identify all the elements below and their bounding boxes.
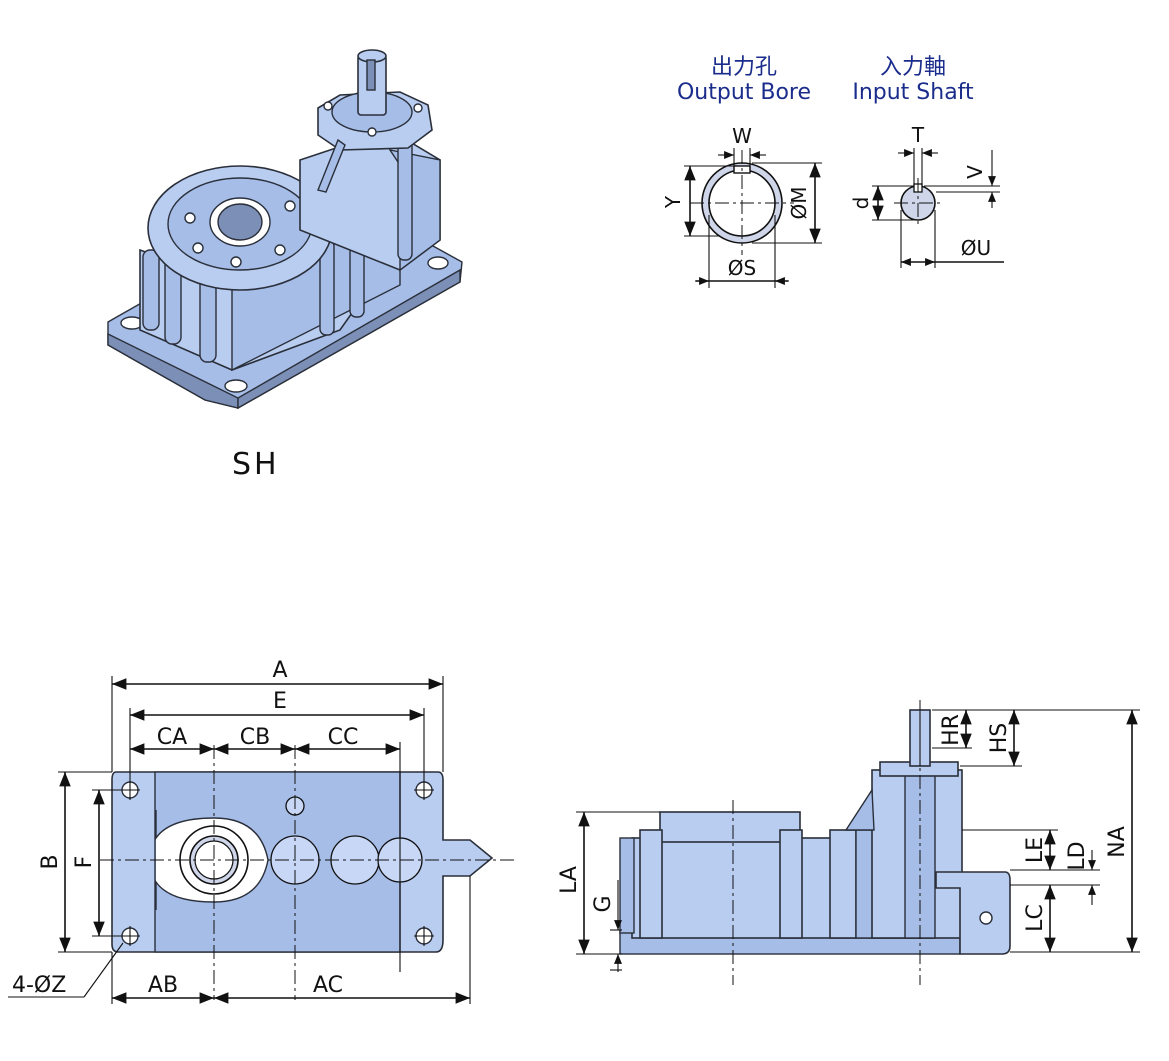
input-shaft-title-en: Input Shaft [852, 80, 974, 105]
dim-w-label: W [732, 124, 752, 148]
input-shaft-detail: 入力軸 Input Shaft T V d ØU [849, 55, 1004, 268]
dim-na-label: NA [1105, 826, 1130, 858]
dim-b-label: B [38, 854, 63, 869]
dim-la-label: LA [557, 866, 582, 894]
dim-a-label: A [272, 658, 287, 683]
dim-lc-label: LC [1023, 904, 1048, 932]
dim-z-label: 4-ØZ [12, 973, 66, 998]
dim-cc-label: CC [328, 725, 359, 750]
dim-hr-label: HR [939, 714, 964, 746]
dim-ab-label: AB [148, 973, 178, 998]
side-view: HR HS NA LE LD LC LA G [557, 700, 1140, 985]
output-bore-title-cn: 出力孔 [711, 55, 777, 80]
dim-t-label: T [911, 123, 925, 147]
dim-le-label: LE [1023, 837, 1048, 863]
dim-e-label: E [273, 689, 287, 714]
model-label: SH [232, 447, 280, 482]
dim-cb-label: CB [240, 725, 270, 750]
dim-s-label: ØS [728, 256, 756, 280]
gearbox-isometric-render [107, 49, 463, 410]
dim-d-label: d [849, 197, 873, 210]
output-bore-detail: 出力孔 Output Bore W Y ØM ØS [661, 55, 822, 288]
dim-ld-label: LD [1065, 841, 1090, 870]
plan-view: A E CA CB CC B F 4-ØZ AB AC [8, 658, 515, 1004]
dim-y-label: Y [661, 195, 685, 209]
dim-m-label: ØM [787, 187, 811, 220]
output-bore-title-en: Output Bore [677, 80, 811, 105]
dim-u-label: ØU [961, 236, 991, 260]
dim-ca-label: CA [157, 725, 187, 750]
dim-ac-label: AC [313, 973, 343, 998]
dim-g-label: G [591, 895, 616, 912]
dim-v-label: V [963, 165, 987, 179]
dim-hs-label: HS [987, 723, 1012, 754]
input-shaft-title-cn: 入力軸 [880, 55, 946, 80]
dim-f-label: F [72, 856, 97, 869]
